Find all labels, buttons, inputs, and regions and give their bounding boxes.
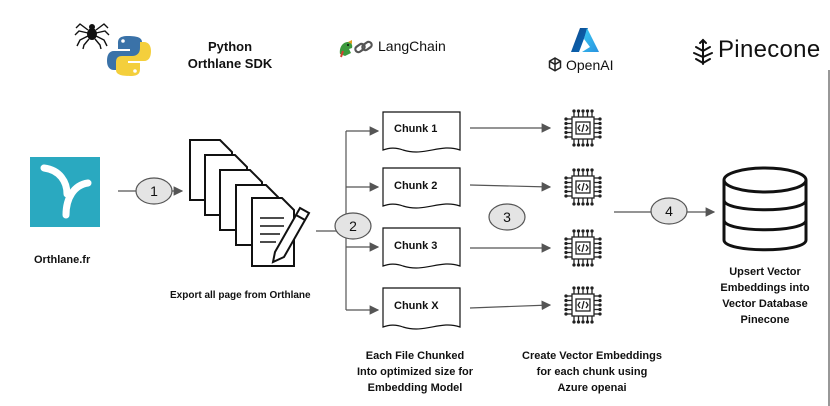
chunk-shapes — [382, 111, 461, 330]
pinecone-label: Pinecone — [718, 36, 821, 63]
chunk-1-label: Chunk 1 — [394, 123, 438, 135]
python-logo-icon — [106, 34, 152, 83]
database-icon — [722, 166, 808, 252]
azure-logo-icon — [570, 27, 600, 58]
export-caption: Export all page from Orthlane — [170, 290, 311, 301]
chunk-caption-line-1: Each File Chunked — [365, 350, 465, 362]
db-caption-line-4: Pinecone — [740, 314, 790, 326]
step-3-label: 3 — [503, 209, 511, 225]
ai-chip-icon — [564, 168, 602, 206]
pinecone-logo-icon — [690, 38, 716, 71]
embedding-caption-line-3: Azure openai — [557, 382, 627, 394]
ai-chip-icon — [564, 229, 602, 267]
embedding-caption-line-2: for each chunk using — [536, 366, 648, 378]
orthlane-logo-icon — [30, 157, 100, 227]
chunk-x-label: Chunk X — [394, 300, 439, 312]
step-4-label: 4 — [665, 203, 673, 219]
db-caption-line-1: Upsert Vector — [729, 266, 801, 278]
openai-logo-icon — [546, 56, 564, 79]
db-caption-line-3: Vector Database — [722, 298, 808, 310]
embedding-caption-line-1: Create Vector Embeddings — [522, 350, 662, 362]
parrot-chain-icon — [337, 38, 377, 63]
chunk-3-label: Chunk 3 — [394, 240, 438, 252]
chunk-caption-line-3: Embedding Model — [367, 382, 463, 394]
langchain-label: LangChain — [378, 38, 446, 54]
ai-chip-icon — [564, 109, 602, 147]
orthlane-sdk-title: Orthlane SDK — [187, 56, 273, 71]
db-caption-line-2: Embeddings into — [720, 282, 810, 294]
step-2-label: 2 — [349, 218, 357, 234]
chunk-2-label: Chunk 2 — [394, 180, 438, 192]
ai-chip-icon — [564, 286, 602, 324]
python-sdk-title: Python — [207, 39, 253, 54]
chunk-caption-line-2: Into optimized size for — [356, 366, 474, 378]
step-1-label: 1 — [150, 183, 158, 199]
documents-icon — [189, 139, 311, 267]
spider-icon — [74, 20, 110, 55]
orthlane-label: Orthlane.fr — [34, 254, 91, 266]
openai-label: OpenAI — [566, 57, 614, 73]
flow-arrows — [469, 123, 552, 311]
